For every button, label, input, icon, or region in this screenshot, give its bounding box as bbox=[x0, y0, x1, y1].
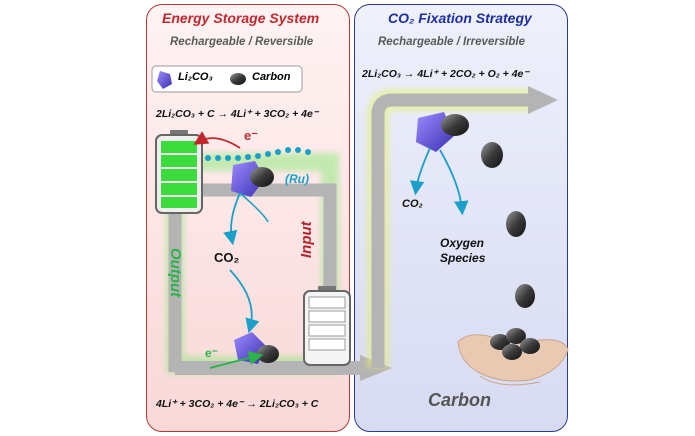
charged-battery-icon bbox=[155, 130, 203, 214]
carbon-particle-right-3 bbox=[506, 211, 526, 237]
oxygen-release-arrow bbox=[439, 149, 469, 216]
equation-top: 2Li₂CO₃ + C → 4Li⁺ + 3CO₂ + 4e⁻ bbox=[156, 108, 319, 120]
li2co3-legend-icon bbox=[157, 71, 172, 89]
legend-li2co3-label: Li₂CO₃ bbox=[178, 71, 213, 83]
co2-capture-arrow bbox=[229, 269, 260, 334]
electron-arrow-top bbox=[193, 131, 241, 149]
left-panel-subtitle: Rechargeable / Reversible bbox=[170, 36, 314, 48]
legend-carbon-label: Carbon bbox=[252, 71, 291, 83]
co2-release-arrow bbox=[223, 192, 241, 246]
electron-arrow-bottom bbox=[209, 350, 264, 369]
input-loop-arrow bbox=[300, 183, 337, 290]
carbon-particle-right-2 bbox=[481, 142, 503, 168]
carbon-particle-right-4 bbox=[515, 284, 535, 308]
hands-holding-carbon bbox=[457, 328, 569, 386]
oxygen-label-line1: Oxygen bbox=[440, 236, 485, 250]
electron-label-top: e⁻ bbox=[244, 128, 259, 143]
equation-bottom: 4Li⁺ + 3CO₂ + 4e⁻ → 2Li₂CO₃ + C bbox=[156, 398, 319, 410]
oxygen-label-line2: Species bbox=[440, 251, 486, 265]
co2-label-right: CO₂ bbox=[402, 198, 423, 210]
carbon-particle-top bbox=[250, 167, 274, 187]
ru-catalyst-label: (Ru) bbox=[285, 172, 309, 186]
carbon-particle-right-1 bbox=[441, 114, 469, 136]
co2-label-left: CO₂ bbox=[214, 250, 240, 265]
carbon-label-right: Carbon bbox=[428, 390, 491, 410]
carbon-particle-bottom bbox=[257, 345, 279, 363]
carbon-legend-icon bbox=[230, 73, 246, 85]
empty-battery-icon bbox=[303, 286, 351, 366]
ru-catalyst-dots bbox=[205, 147, 311, 161]
left-panel-title: Energy Storage System bbox=[162, 10, 320, 26]
co2-side-arrow bbox=[239, 192, 269, 223]
equation-right: 2Li₂CO₃ → 4Li⁺ + 2CO₂ + O₂ + 4e⁻ bbox=[362, 68, 529, 80]
right-flow-arrow bbox=[371, 93, 530, 368]
right-panel-title: CO₂ Fixation Strategy bbox=[388, 10, 532, 26]
legend-box bbox=[151, 65, 303, 93]
electron-label-bottom: e⁻ bbox=[205, 346, 219, 360]
right-flow-arrowhead bbox=[528, 86, 558, 114]
output-label: Output bbox=[167, 248, 184, 298]
input-label: Input bbox=[298, 221, 315, 258]
right-panel-subtitle: Rechargeable / Irreversible bbox=[378, 36, 526, 48]
co2-release-arrow-right bbox=[410, 147, 431, 196]
right-flow-glow bbox=[367, 89, 530, 368]
